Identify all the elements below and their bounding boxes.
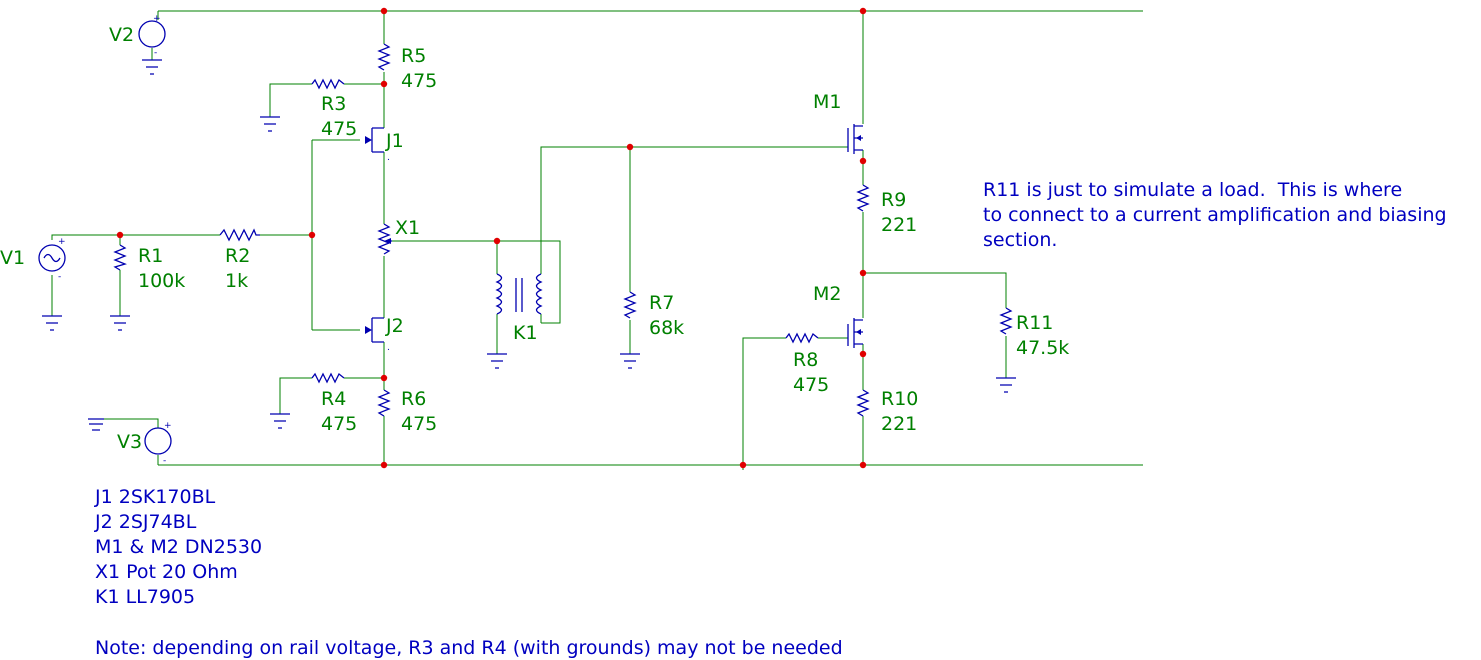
junction-nodes bbox=[116, 7, 867, 469]
label-r4-value: 475 bbox=[321, 413, 357, 435]
ground-v2 bbox=[142, 59, 162, 75]
label-j1: J1 bbox=[385, 130, 404, 152]
resistor-r9 bbox=[856, 184, 870, 212]
label-r8: R8 bbox=[793, 349, 818, 371]
svg-text:+: + bbox=[164, 421, 172, 431]
resistor-r5 bbox=[377, 43, 391, 71]
parts-list-item: K1 LL7905 bbox=[95, 586, 195, 608]
jfet-j1: . bbox=[365, 127, 390, 163]
svg-text:.: . bbox=[387, 153, 390, 163]
label-r4: R4 bbox=[321, 388, 346, 410]
ground-k1 bbox=[487, 353, 507, 369]
parts-list-item: M1 & M2 DN2530 bbox=[95, 536, 262, 558]
parts-list-item: J2 2SJ74BL bbox=[94, 511, 197, 533]
load-note-line-1: R11 is just to simulate a load. This is … bbox=[983, 179, 1402, 201]
label-x1: X1 bbox=[395, 217, 420, 239]
svg-text:-: - bbox=[58, 272, 61, 282]
label-r5: R5 bbox=[401, 45, 426, 67]
resistor-r1 bbox=[113, 244, 127, 271]
parts-list-item: J1 2SK170BL bbox=[94, 486, 216, 508]
resistor-r8 bbox=[785, 332, 819, 344]
jfet-j2: . bbox=[365, 317, 390, 353]
label-r2: R2 bbox=[225, 245, 250, 267]
resistor-r6 bbox=[377, 389, 391, 417]
source-v3: + - bbox=[144, 421, 172, 466]
ground-r3 bbox=[260, 116, 280, 132]
resistor-r2 bbox=[219, 228, 260, 242]
parts-list-item: X1 Pot 20 Ohm bbox=[95, 561, 238, 583]
label-r6: R6 bbox=[401, 388, 426, 410]
resistor-r11 bbox=[999, 307, 1013, 335]
wire-v3-top bbox=[96, 418, 159, 428]
ground-r1 bbox=[110, 315, 130, 331]
wire-wiper bbox=[392, 240, 561, 324]
load-note-line-2: to connect to a current amplification an… bbox=[983, 204, 1447, 226]
label-j2: J2 bbox=[385, 315, 404, 337]
wire-r8 bbox=[742, 337, 786, 470]
ground-r11 bbox=[996, 377, 1016, 393]
ground-v3 bbox=[88, 418, 104, 431]
wire-r3 bbox=[269, 83, 312, 117]
label-r3-value: 475 bbox=[321, 118, 357, 140]
wires bbox=[51, 10, 1143, 470]
wire-input bbox=[51, 234, 220, 240]
transformer-k1 bbox=[495, 273, 543, 315]
label-r10: R10 bbox=[881, 388, 918, 410]
mosfet-m2 bbox=[847, 318, 863, 348]
label-k1: K1 bbox=[513, 322, 538, 344]
components: + - + - + - bbox=[38, 14, 1016, 466]
label-r6-value: 475 bbox=[401, 413, 437, 435]
resistor-r3 bbox=[311, 78, 345, 90]
ground-r4 bbox=[270, 413, 290, 429]
ground-r7 bbox=[620, 353, 640, 369]
svg-text:+: + bbox=[153, 14, 161, 24]
ground-v1 bbox=[42, 315, 62, 331]
label-r11: R11 bbox=[1016, 312, 1053, 334]
label-r2-value: 1k bbox=[225, 270, 248, 292]
source-v2: + - bbox=[138, 14, 166, 58]
wire-r4 bbox=[279, 377, 312, 414]
label-r7: R7 bbox=[649, 292, 674, 314]
resistor-r7 bbox=[623, 291, 637, 319]
annotations: R11 is just to simulate a load. This is … bbox=[94, 179, 1447, 659]
svg-text:-: - bbox=[154, 48, 157, 58]
resistor-r10 bbox=[856, 389, 870, 417]
footnote: Note: depending on rail voltage, R3 and … bbox=[95, 637, 843, 659]
label-v3: V3 bbox=[117, 431, 142, 453]
label-r11-value: 47.5k bbox=[1016, 337, 1069, 359]
ground-symbols bbox=[42, 59, 1016, 431]
svg-text:+: + bbox=[58, 237, 66, 247]
label-r8-value: 475 bbox=[793, 374, 829, 396]
label-r1: R1 bbox=[138, 245, 163, 267]
resistor-r4 bbox=[311, 372, 345, 384]
label-r9-value: 221 bbox=[881, 214, 917, 236]
source-v1: + - bbox=[38, 237, 66, 282]
label-r7-value: 68k bbox=[649, 317, 684, 339]
load-note-line-3: section. bbox=[983, 229, 1057, 251]
label-r9: R9 bbox=[881, 189, 906, 211]
label-r5-value: 475 bbox=[401, 70, 437, 92]
svg-text:.: . bbox=[387, 343, 390, 353]
label-v2: V2 bbox=[109, 24, 134, 46]
label-m2: M2 bbox=[813, 283, 841, 305]
svg-text:-: - bbox=[163, 456, 166, 466]
label-r10-value: 221 bbox=[881, 413, 917, 435]
label-m1: M1 bbox=[813, 91, 841, 113]
label-r1-value: 100k bbox=[138, 270, 185, 292]
label-r3: R3 bbox=[321, 93, 346, 115]
potentiometer-x1 bbox=[377, 223, 392, 255]
wire-k1-sec-top bbox=[540, 146, 848, 274]
component-labels: V2 V3 V1 R1 100k R2 1k R3 475 R4 475 R5 … bbox=[0, 24, 1069, 453]
label-v1: V1 bbox=[0, 247, 25, 269]
mosfet-m1 bbox=[847, 124, 863, 154]
wire-r11 bbox=[863, 272, 1007, 308]
